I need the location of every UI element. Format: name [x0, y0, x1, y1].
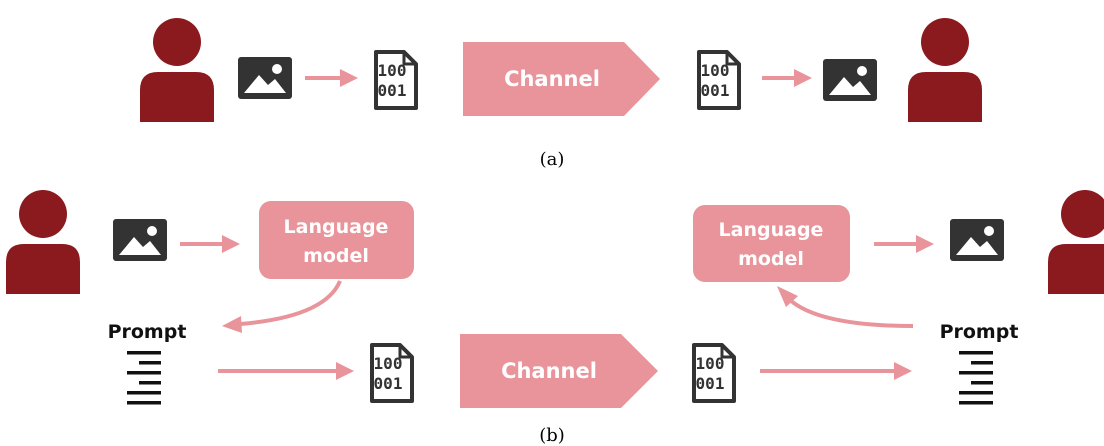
file-bits-line1: 100	[374, 354, 403, 373]
receiver-person-icon	[908, 18, 982, 122]
arrow-a1	[305, 69, 358, 87]
arrow-b3	[760, 362, 912, 380]
file-b-left: 100 001	[370, 343, 414, 403]
arrow-b2	[218, 362, 354, 380]
channel-a: Channel	[463, 42, 660, 116]
caption-a: (a)	[540, 149, 565, 170]
language-model-receiver: Language model	[693, 205, 850, 282]
caption-b: (b)	[539, 425, 565, 446]
receiver-person-icon	[1048, 190, 1104, 294]
file-b-right: 100 001	[692, 343, 736, 403]
file-bits-line2: 001	[374, 374, 403, 393]
language-model-sender: Language model	[259, 201, 414, 279]
language-model-box	[259, 201, 414, 279]
channel-shape	[463, 42, 660, 116]
file-bits-line2: 001	[696, 374, 725, 393]
language-model-line1: Language	[284, 216, 389, 238]
prompt-text-icon	[959, 351, 993, 405]
reconstructed-image-icon	[823, 59, 877, 101]
language-model-line2: model	[738, 248, 804, 270]
file-a-left: 100 001	[374, 50, 418, 110]
panel-a: 100 001 Channel 100 001 (a)	[140, 18, 982, 170]
curved-arrow-b-left	[222, 280, 342, 333]
file-bits-line1: 100	[696, 354, 725, 373]
language-model-line2: model	[303, 245, 369, 267]
channel-shape	[460, 334, 658, 408]
source-image-icon	[113, 219, 167, 261]
file-bits-line1: 100	[378, 61, 407, 80]
sender-person-icon	[6, 190, 80, 294]
channel-label: Channel	[501, 359, 597, 383]
arrow-b4	[874, 235, 934, 253]
arrow-a2	[762, 69, 812, 87]
language-model-box	[693, 205, 850, 282]
language-model-line1: Language	[719, 219, 824, 241]
file-a-right: 100 001	[697, 50, 741, 110]
arrow-b1	[180, 235, 240, 253]
sender-person-icon	[140, 18, 214, 122]
reconstructed-image-icon	[950, 219, 1004, 261]
curved-arrow-b-right	[777, 286, 914, 328]
prompt-label-sender: Prompt	[108, 321, 187, 343]
channel-label: Channel	[504, 67, 600, 91]
panel-b: Language model Prompt 100 001 Channel 10…	[6, 190, 1104, 446]
file-bits-line2: 001	[378, 81, 407, 100]
source-image-icon	[238, 57, 292, 99]
file-bits-line1: 100	[701, 61, 730, 80]
channel-b: Channel	[460, 334, 658, 408]
prompt-text-icon	[127, 351, 161, 405]
prompt-label-receiver: Prompt	[940, 321, 1019, 343]
file-bits-line2: 001	[701, 81, 730, 100]
